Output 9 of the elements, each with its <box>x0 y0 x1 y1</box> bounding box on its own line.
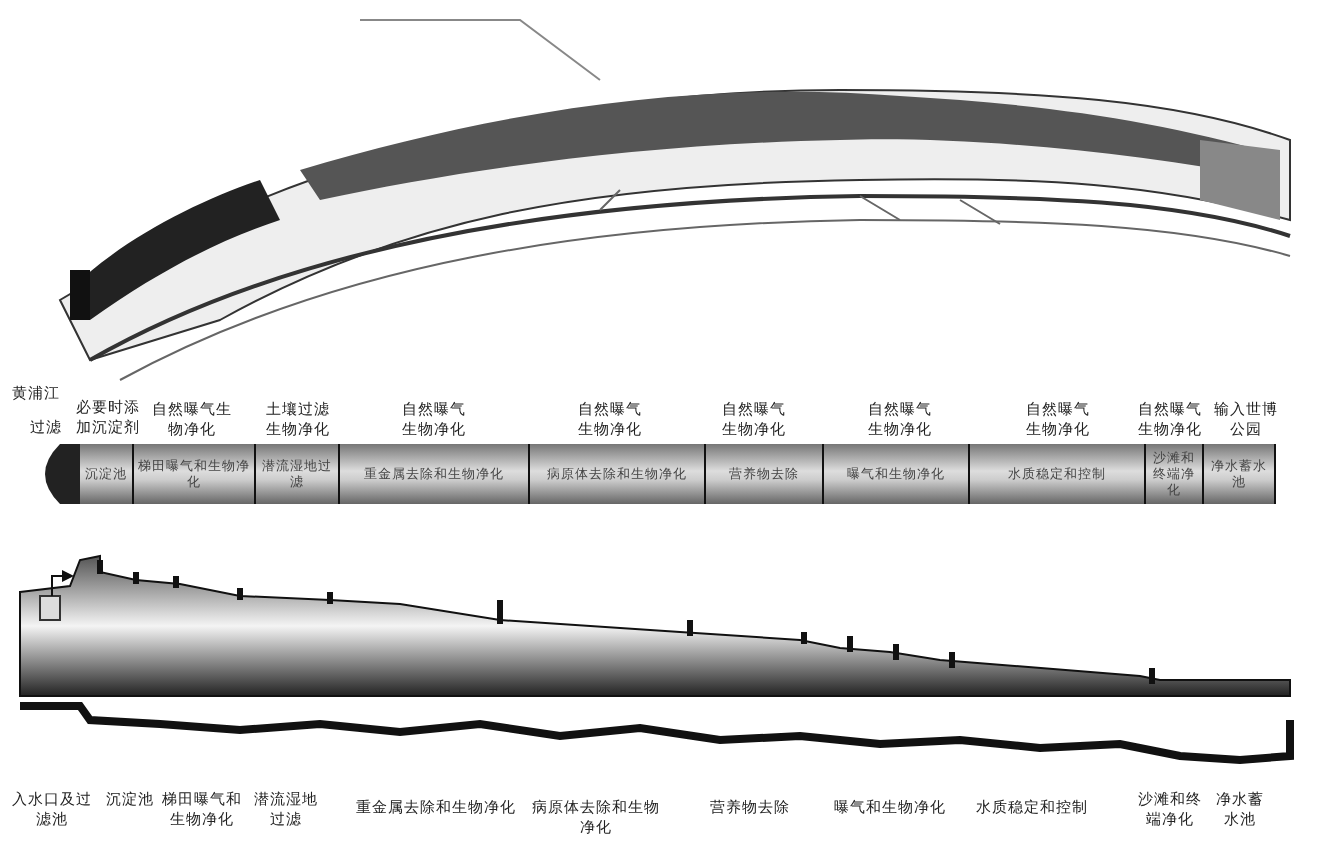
stage-band-segment <box>706 444 824 504</box>
stage-band-segment <box>970 444 1146 504</box>
stage-band-segment <box>134 444 256 504</box>
stage-band-segment <box>256 444 340 504</box>
stage-band-segment <box>340 444 530 504</box>
stage-band-segment <box>824 444 970 504</box>
stage-band-segment <box>530 444 706 504</box>
stage-band-segment <box>80 444 134 504</box>
stage-band-segment <box>1204 444 1276 504</box>
